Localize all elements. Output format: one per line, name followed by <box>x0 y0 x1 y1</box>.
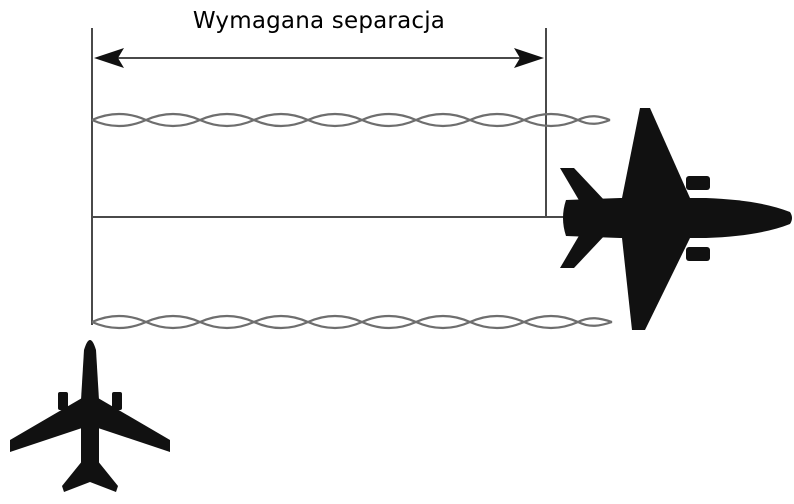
wake-vortex-lower <box>91 314 613 330</box>
wake-vortex-upper <box>91 112 611 128</box>
trailing-aircraft-icon <box>10 340 170 492</box>
separation-label: Wymagana separacja <box>192 8 446 34</box>
leading-aircraft-icon <box>560 108 792 330</box>
separation-arrow <box>94 48 544 68</box>
